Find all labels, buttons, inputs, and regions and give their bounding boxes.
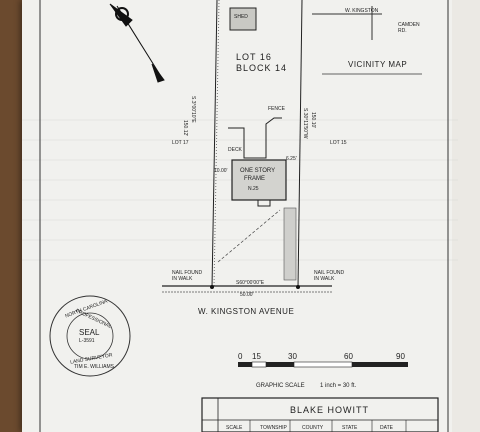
house-label-2: FRAME [244,176,265,182]
front-lot-line [162,285,332,293]
fence-label: FENCE [268,106,285,112]
graphic-scale-label: GRAPHIC SCALE [256,383,305,389]
diagonal-measure [217,209,281,263]
house-number: N.25 [248,186,259,192]
survey-paper [22,0,458,432]
front-distance: 50.00' [240,292,254,298]
house-step [257,199,271,207]
fence [228,117,282,159]
distance-right: 150.10' [310,112,316,129]
north-arrow-icon [109,3,165,83]
seal-number: L-3591 [79,338,95,344]
surveyor-seal [49,295,131,377]
vicinity-road-2: RD. [398,28,407,34]
bearing-right: S.30°11'50"W [302,108,308,139]
nail-left-1: NAIL FOUND [172,270,203,276]
paper-edge [452,0,480,432]
house-label-1: ONE STORY [240,168,276,174]
owner-name: BLAKE HOWITT [290,405,370,415]
lot-boundary [211,0,303,289]
shed-label: SHED [234,14,248,20]
lot-left-label: LOT 17 [172,140,189,146]
col-scale: SCALE [226,425,243,431]
driveway [283,207,297,281]
graphic-scale-ratio: 1 inch = 30 ft. [320,383,357,389]
col-township: TOWNSHIP [260,425,287,431]
street-name: W. KINGSTON AVENUE [198,307,295,316]
seal-name: TIM E. WILLIAMS [74,364,115,370]
distance-left: 150.12' [182,120,188,137]
scale-tick-60: 60 [344,352,353,361]
vicinity-street: W. KINGSTON [345,8,379,14]
title-block [201,397,439,432]
col-state: STATE [342,425,358,431]
scale-tick-30: 30 [288,352,297,361]
block-number: BLOCK 14 [236,63,288,73]
col-date: DATE [380,425,393,431]
measure-left: 10.00' [214,168,228,174]
nail-left-2: IN WALK [172,276,193,282]
graphic-scale-bar [238,361,408,368]
col-county: COUNTY [302,425,324,431]
lot-number: LOT 16 [236,52,272,62]
bearing-left: S.3°00'10"E [190,96,196,123]
measure-right: 6.25' [286,156,297,162]
nail-right-2: IN WALK [314,276,335,282]
seal-center: SEAL [79,328,100,337]
survey-drawing [22,0,458,432]
scale-tick-0: 0 [238,352,243,361]
shed [229,7,257,31]
vicinity-road-1: CAMDEN [398,22,420,28]
scale-tick-15: 15 [252,352,261,361]
front-bearing: S60°00'00"E [236,280,265,286]
vicinity-map-title: VICINITY MAP [348,60,408,69]
lot-right-label: LOT 15 [330,140,347,146]
deck-label: DECK [228,147,242,153]
scale-tick-90: 90 [396,352,405,361]
vicinity-map [312,6,422,75]
nail-right-1: NAIL FOUND [314,270,345,276]
